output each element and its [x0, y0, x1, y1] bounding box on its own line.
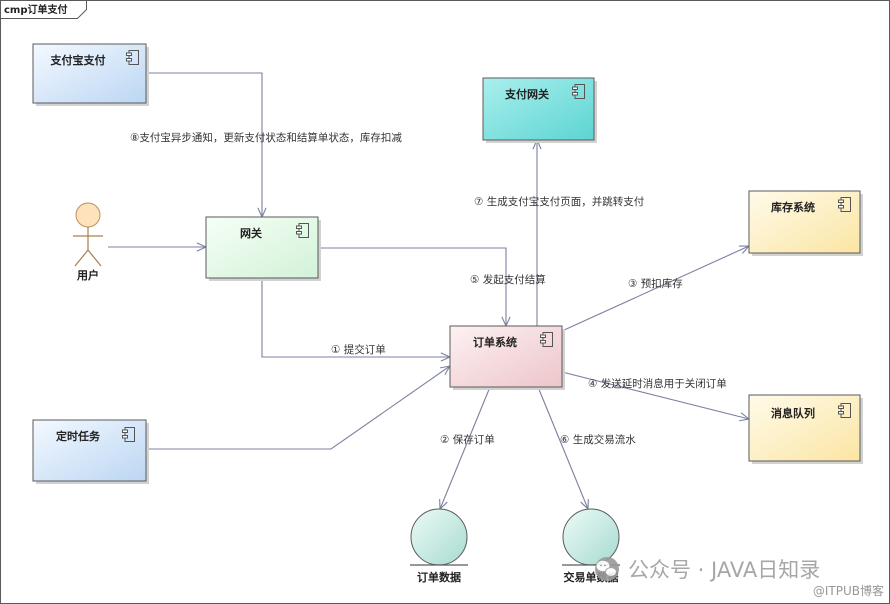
component-label: 订单系统	[473, 335, 517, 349]
actor-body	[73, 227, 103, 267]
watermark: 公众号 · JAVA日知录 @ITPUB博客	[595, 557, 884, 598]
flow-scheduled-task-to-order	[146, 366, 450, 450]
actor-label: 用户	[77, 268, 99, 282]
actor-user: 用户	[73, 202, 103, 282]
wechat-icon	[595, 557, 619, 581]
watermark-text: 公众号 · JAVA日知录	[628, 558, 820, 582]
component-gateway: 网关	[205, 216, 321, 281]
component-label: 支付宝支付	[50, 53, 106, 67]
component-label: 网关	[240, 226, 262, 240]
watermark-source: @ITPUB博客	[813, 583, 884, 598]
entity-order-data: 订单数据	[410, 508, 468, 584]
component-message-queue: 消息队列	[748, 394, 863, 464]
flow-label-save-order: ② 保存订单	[440, 433, 495, 446]
flow-label-redirect-pay: ⑦ 生成支付宝支付页面，并跳转支付	[474, 195, 644, 208]
component-scheduled-task: 定时任务	[32, 419, 149, 484]
flow-order-to-trade-data	[537, 386, 588, 509]
component-label: 消息队列	[771, 406, 815, 420]
flow-order-to-message-queue	[561, 371, 749, 419]
flow-label-start-payment: ⑤ 发起支付结算	[470, 273, 546, 286]
actor-head	[75, 202, 101, 228]
frame-tab	[0, 0, 87, 19]
flow-label-delay-message: ④ 发送延时消息用于关闭订单	[588, 377, 727, 390]
flow-labels: ⑧支付宝异步通知，更新支付状态和结算单状态，库存扣减 ⑦ 生成支付宝支付页面，并…	[130, 131, 727, 446]
entity-circle	[562, 508, 620, 566]
flow-label-submit-order: ① 提交订单	[331, 343, 386, 356]
flow-order-to-inventory	[561, 246, 749, 332]
flow-order-to-order-data	[440, 386, 491, 509]
entity-circle	[410, 508, 468, 566]
diagram-title: cmp订单支付	[4, 3, 68, 16]
flow-label-reserve-stock: ③ 预扣库存	[628, 277, 683, 290]
flow-arrows	[108, 72, 749, 509]
component-label: 定时任务	[56, 429, 101, 443]
component-inventory: 库存系统	[748, 190, 863, 256]
entity-label: 订单数据	[417, 570, 461, 584]
component-box	[748, 394, 861, 462]
component-order-system: 订单系统	[449, 325, 565, 390]
component-label: 支付网关	[504, 87, 549, 101]
component-payment-gateway: 支付网关	[482, 77, 597, 143]
flow-gateway-start-payment	[318, 247, 506, 326]
flow-label-create-trade: ⑥ 生成交易流水	[560, 433, 636, 446]
flow-label-alipay-notify: ⑧支付宝异步通知，更新支付状态和结算单状态，库存扣减	[130, 131, 402, 144]
component-alipay: 支付宝支付	[32, 43, 149, 106]
flow-alipay-to-gateway	[146, 72, 262, 217]
flow-gateway-submit-order	[261, 278, 450, 357]
component-label: 库存系统	[771, 200, 815, 214]
